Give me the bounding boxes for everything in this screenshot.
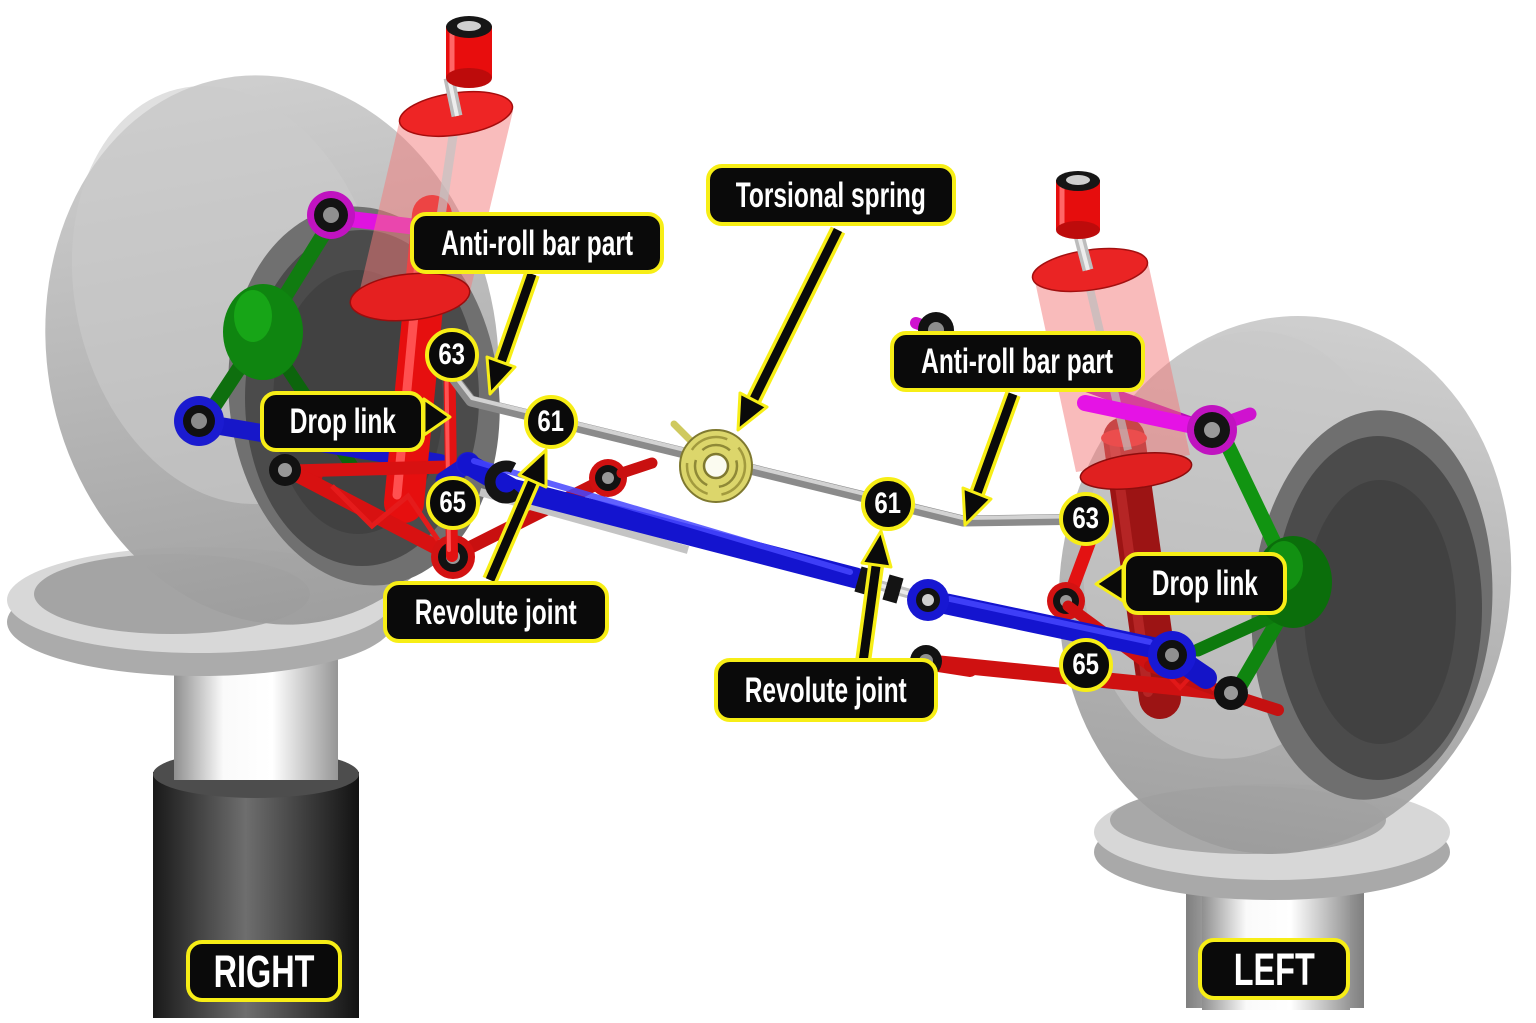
side-label-text: LEFT xyxy=(1233,943,1315,995)
tie-rod-right xyxy=(1077,395,1211,436)
callout-drop-link-right: Drop link xyxy=(1122,552,1287,615)
badge-text: 65 xyxy=(439,486,467,519)
callout-text: Revolute joint xyxy=(745,670,907,710)
badge-text: 61 xyxy=(874,487,902,520)
callout-text: Anti-roll bar part xyxy=(921,342,1114,381)
badge-63-right: 63 xyxy=(1059,492,1113,546)
pointer-drop-link-left xyxy=(422,397,452,437)
revolute-joint-left-bushing xyxy=(484,460,528,504)
callout-text: Anti-roll bar part xyxy=(441,223,633,263)
callout-anti-roll-bar-left: Anti-roll bar part xyxy=(410,212,664,274)
badge-65-right: 65 xyxy=(1059,638,1113,692)
badge-65-left: 65 xyxy=(426,476,480,530)
callout-revolute-joint-left: Revolute joint xyxy=(383,581,609,643)
callout-anti-roll-bar-right: Anti-roll bar part xyxy=(890,331,1145,392)
callout-drop-link-left: Drop link xyxy=(260,391,425,452)
torsional-spring-coil xyxy=(670,420,753,503)
pointer-drop-link-right xyxy=(1094,564,1125,603)
arrow-revolute-right xyxy=(855,529,893,664)
callout-text: Drop link xyxy=(1151,564,1258,603)
callout-revolute-joint-right: Revolute joint xyxy=(714,658,938,722)
badge-text: 65 xyxy=(1072,648,1100,681)
badge-text: 63 xyxy=(438,338,466,371)
arrow-revolute-left xyxy=(482,448,548,584)
badge-63-left: 63 xyxy=(425,328,479,382)
badge-text: 61 xyxy=(537,405,565,438)
callout-text: Drop link xyxy=(289,402,396,441)
arrow-anti-roll-left xyxy=(485,271,540,396)
arrow-torsional-spring xyxy=(736,226,846,432)
callout-torsional-spring: Torsional spring xyxy=(706,164,956,226)
side-label-text: RIGHT xyxy=(213,945,315,997)
badge-61-right: 61 xyxy=(861,477,915,531)
badge-61-left: 61 xyxy=(524,395,578,449)
callout-text: Revolute joint xyxy=(415,592,577,632)
arrow-anti-roll-right xyxy=(961,391,1021,527)
callout-text: Torsional spring xyxy=(735,175,927,215)
knuckle-right-upper xyxy=(1217,432,1288,563)
badge-text: 63 xyxy=(1072,502,1100,535)
side-label-right: RIGHT xyxy=(186,940,342,1002)
side-label-left: LEFT xyxy=(1198,938,1350,1000)
